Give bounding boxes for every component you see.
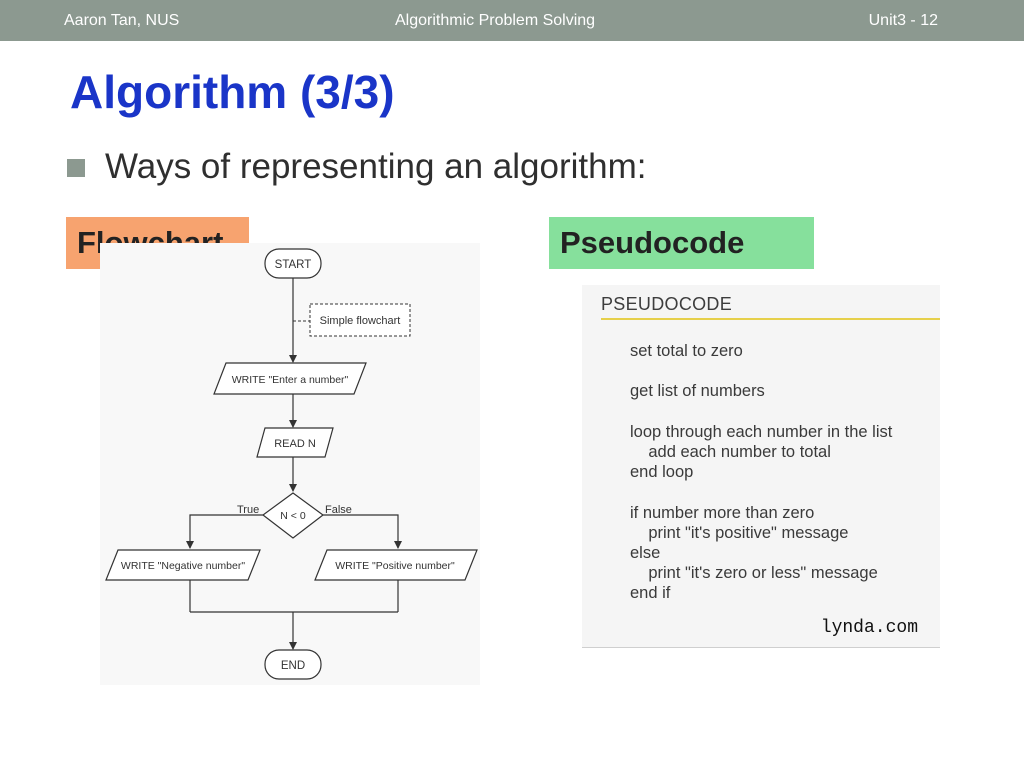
flow-write-negative-text: WRITE "Negative number" [121, 560, 245, 572]
flow-write-prompt-node [213, 362, 367, 395]
pseudocode-panel: PSEUDOCODE set total to zero get list of… [582, 285, 940, 648]
bullet-square-icon [67, 159, 85, 177]
pseudocode-line: if number more than zero [630, 504, 815, 522]
pseudocode-line: print "it's positive" message [630, 524, 849, 542]
pseudocode-line: loop through each number in the list [630, 423, 893, 441]
pseudocode-line: add each number to total [630, 443, 831, 461]
pseudocode-line: end if [630, 584, 671, 602]
flow-read-text: READ N [274, 438, 316, 450]
pseudocode-line: end loop [630, 463, 694, 481]
pseudocode-label: Pseudocode [549, 217, 814, 269]
pseudocode-heading: PSEUDOCODE [601, 294, 733, 314]
flow-write-prompt-text: WRITE "Enter a number" [232, 374, 349, 386]
flow-decision-node [261, 492, 325, 539]
pseudocode-line: else [630, 544, 661, 562]
flow-decision-text: N < 0 [280, 510, 306, 522]
flow-write-positive-node [314, 549, 478, 581]
flow-end-node [264, 649, 322, 680]
flow-end-text: END [281, 660, 305, 672]
header-page-number: Unit3 - 12 [868, 12, 938, 29]
flow-write-positive-text: WRITE "Positive number" [335, 560, 455, 572]
slide-header-bar: Aaron Tan, NUS Algorithmic Problem Solvi… [0, 0, 1024, 41]
flow-true-label: True [237, 504, 259, 516]
flow-note-text: Simple flowchart [320, 315, 401, 327]
flow-write-negative-node [105, 549, 261, 581]
flow-start-text: START [275, 259, 312, 271]
pseudocode-divider [601, 318, 940, 320]
flow-note-box [309, 303, 411, 337]
header-course: Algorithmic Problem Solving [395, 12, 596, 29]
slide-title: Algorithm (3/3) [70, 66, 395, 118]
flow-false-label: False [325, 504, 352, 516]
source-credit: lynda.com [820, 618, 918, 638]
flow-read-node [256, 427, 334, 458]
flowchart-diagram: START Simple flowchart WRITE "Enter a nu… [100, 243, 480, 685]
pseudocode-line: set total to zero [630, 342, 743, 360]
header-author: Aaron Tan, NUS [64, 12, 180, 29]
pseudocode-line: print "it's zero or less" message [630, 564, 878, 582]
bullet-text: Ways of representing an algorithm: [105, 147, 647, 186]
pseudocode-line: get list of numbers [630, 382, 765, 400]
